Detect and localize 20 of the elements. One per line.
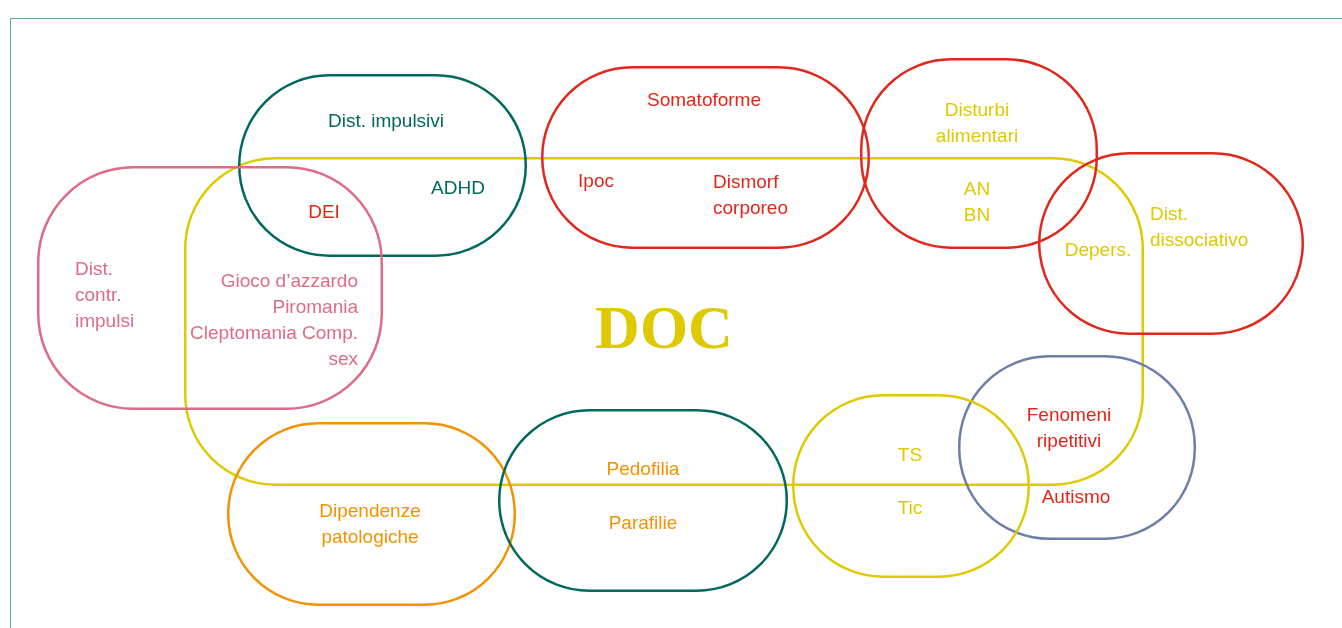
- disorder-label: Depers.: [1063, 238, 1133, 262]
- disorder-label: Parafilie: [607, 511, 679, 535]
- disorder-label: Gioco d’azzardo Piromania Cleptomania Comp. sex: [189, 269, 358, 371]
- category-label: Fenomeni ripetitivi: [1025, 403, 1113, 453]
- disorder-label: AN BN: [962, 177, 992, 227]
- category-label: TS: [896, 443, 924, 467]
- category-label: Dist. contr. impulsi: [75, 257, 136, 333]
- disorder-label: Ipoc: [577, 169, 615, 193]
- category-label: Dist. dissociativo: [1150, 202, 1250, 252]
- category-label: Somatoforme: [645, 88, 762, 112]
- category-label: Dist. impulsivi: [326, 109, 446, 133]
- disorder-label: Autismo: [1040, 485, 1112, 509]
- disorder-label: DEI: [307, 200, 341, 224]
- category-label: Dipendenze patologiche: [318, 499, 422, 549]
- diagram-heading: DOC: [594, 292, 734, 362]
- disorder-label: Tic: [896, 496, 924, 520]
- disorder-label: ADHD: [430, 176, 486, 200]
- disorder-label: Dismorf corporeo: [713, 170, 789, 220]
- category-label: Disturbi alimentari: [934, 98, 1020, 148]
- category-label: Pedofilia: [605, 457, 681, 481]
